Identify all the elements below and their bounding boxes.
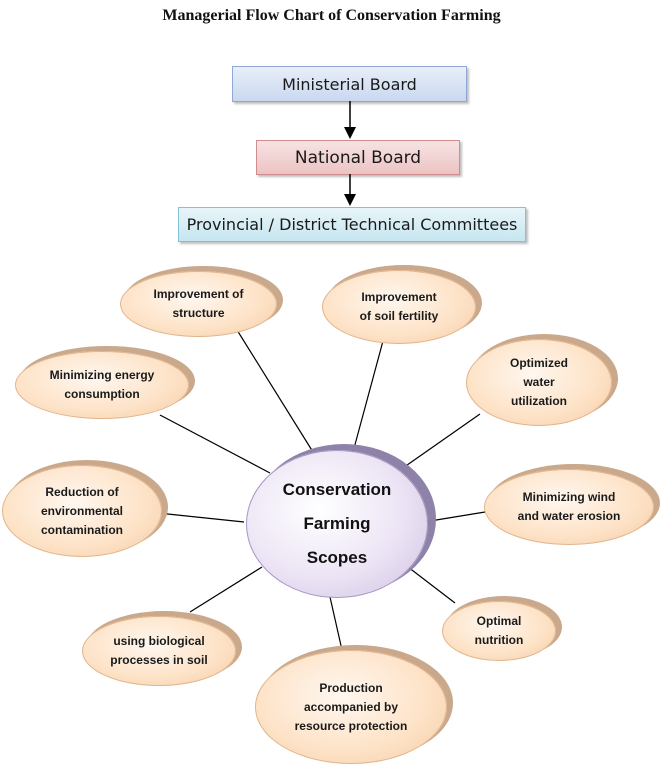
connector-nutrition: [407, 566, 456, 604]
connector-structure: [236, 329, 314, 453]
connector-erosion: [423, 511, 486, 523]
connector-energy: [159, 414, 271, 474]
connector-production: [329, 596, 343, 651]
connector-contamination: [157, 512, 245, 523]
diagram-title: Managerial Flow Chart of Conservation Fa…: [162, 7, 501, 24]
national-board-box: National Board: [256, 140, 460, 175]
connector-biological: [189, 566, 263, 613]
provincial-committees-box: Provincial / District Technical Committe…: [178, 207, 526, 242]
center-conservation-farming-scopes: Conservation Farming Scopes: [246, 450, 428, 598]
connector-water-utilization: [399, 413, 481, 471]
connector-soil-fertility: [352, 340, 384, 453]
